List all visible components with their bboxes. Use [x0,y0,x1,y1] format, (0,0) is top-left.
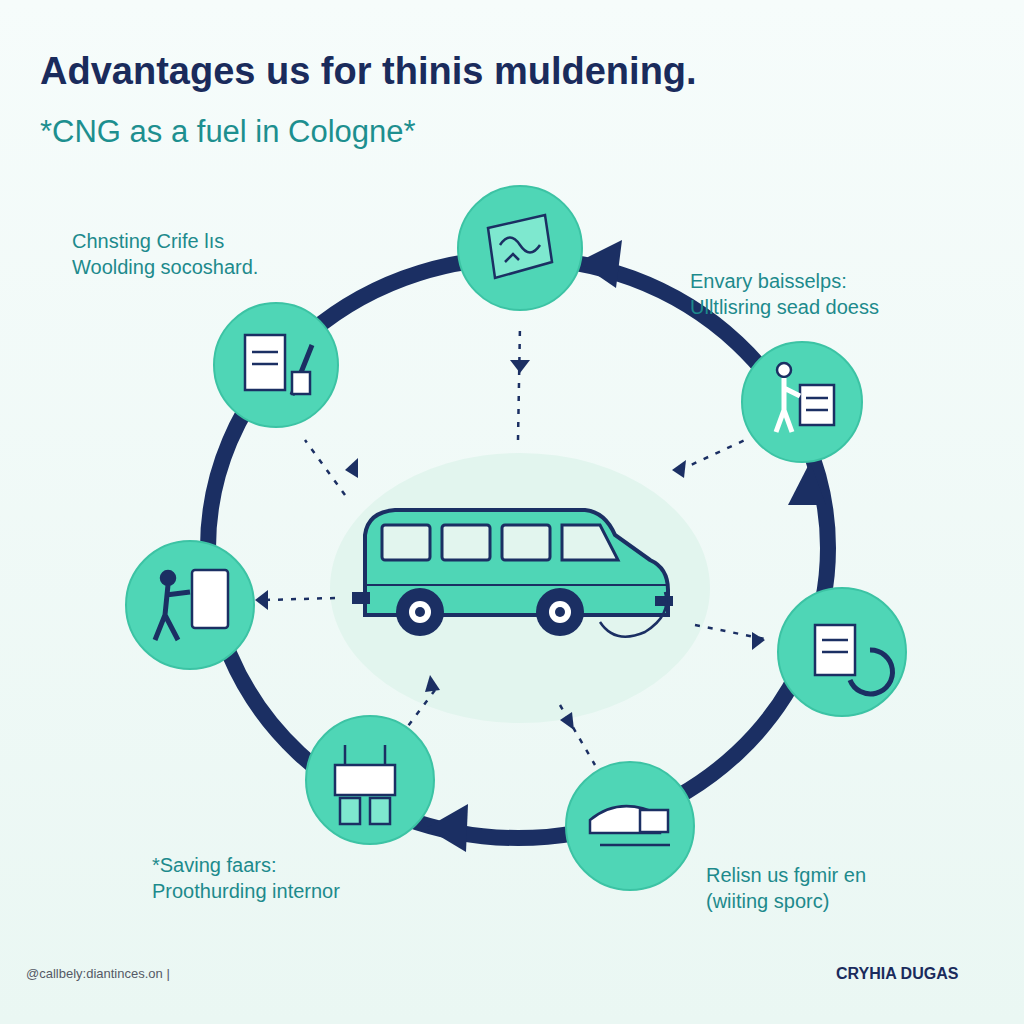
center-disc [330,453,710,723]
footer-credit: @callbely:diantinces.on | [26,966,170,983]
dash-arrowheads [255,360,765,730]
callout-text: Chnsting Crife lıs Woolding socoshard. [72,228,287,280]
diagram-title: Advantages us for thinis muldening. [40,50,697,93]
brand-name: CRYHIA DUGAS [836,964,958,985]
callout-text: *Saving faars: Proothurding internor [152,852,367,904]
ring-arrowhead [426,804,468,852]
van-illustration [352,510,673,637]
subtitle: *CNG as a fuel in Cologne* [40,112,416,152]
dashed-links [265,325,770,765]
callout-text: Envary baisselps: Ulltlisring sead doess [690,268,915,320]
ring-arrowhead [788,462,826,505]
cycle-ring [208,258,828,838]
callout-text: Relisn us fgmir en (wiiting sporc) [706,862,901,914]
ring-arrowhead [578,240,622,288]
